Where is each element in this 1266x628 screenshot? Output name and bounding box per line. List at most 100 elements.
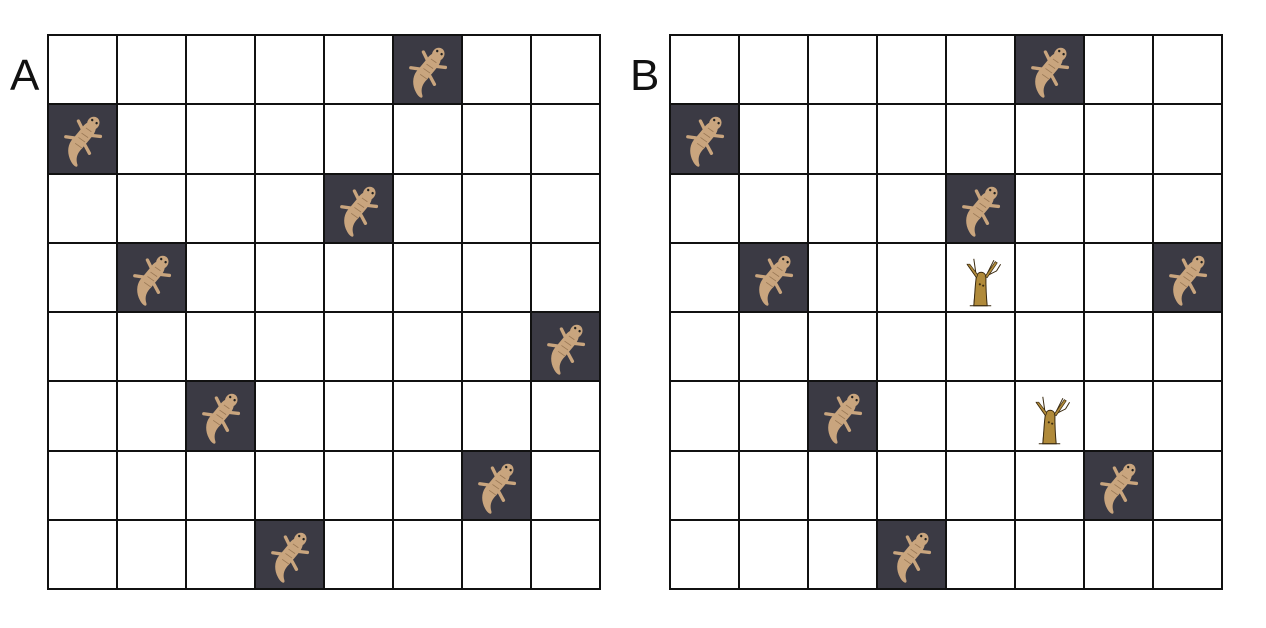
grid-cell bbox=[325, 36, 394, 106]
grid-cell-salamander bbox=[187, 382, 256, 452]
grid-cell bbox=[671, 382, 740, 452]
grid-cell bbox=[1016, 243, 1085, 313]
grid-cell-salamander bbox=[394, 36, 463, 106]
grid-cell-tree bbox=[947, 243, 1016, 313]
grid-cell bbox=[1154, 36, 1223, 106]
grid-cell bbox=[878, 174, 947, 244]
grid-cell bbox=[118, 36, 187, 106]
grid-cell bbox=[1085, 382, 1154, 452]
grid-cell bbox=[325, 451, 394, 521]
grid-cell-salamander bbox=[532, 313, 601, 383]
grid-cell bbox=[325, 382, 394, 452]
grid-cell bbox=[740, 520, 809, 590]
grid-cell bbox=[463, 105, 532, 175]
grid-cell bbox=[463, 313, 532, 383]
grid-cell bbox=[1016, 313, 1085, 383]
grid-cell bbox=[118, 105, 187, 175]
grid-cell-salamander bbox=[49, 105, 118, 175]
grid-cell bbox=[1154, 105, 1223, 175]
grid-cell bbox=[49, 382, 118, 452]
grid-cell bbox=[187, 36, 256, 106]
grid-cell bbox=[1154, 313, 1223, 383]
grid-cell bbox=[325, 243, 394, 313]
grid-cell bbox=[187, 520, 256, 590]
grid-cell bbox=[187, 243, 256, 313]
grid-cell bbox=[671, 451, 740, 521]
grid-cell bbox=[463, 174, 532, 244]
grid-cell bbox=[256, 174, 325, 244]
grid-cell bbox=[325, 313, 394, 383]
grid-cell bbox=[394, 243, 463, 313]
grid-cell bbox=[809, 451, 878, 521]
grid-cell-tree bbox=[1016, 382, 1085, 452]
grid-cell bbox=[49, 313, 118, 383]
grid-cell bbox=[1016, 451, 1085, 521]
panel-a-label: A bbox=[10, 51, 40, 100]
grid-cell-salamander bbox=[809, 382, 878, 452]
panel-a-grid bbox=[47, 34, 601, 590]
grid-cell bbox=[49, 36, 118, 106]
grid-cell bbox=[1085, 520, 1154, 590]
grid-cell bbox=[256, 36, 325, 106]
grid-cell bbox=[532, 36, 601, 106]
grid-cell bbox=[671, 313, 740, 383]
grid-cell bbox=[187, 105, 256, 175]
grid-cell bbox=[947, 36, 1016, 106]
grid-cell bbox=[809, 36, 878, 106]
grid-cell-salamander bbox=[671, 105, 740, 175]
grid-cell bbox=[740, 36, 809, 106]
grid-cell bbox=[878, 243, 947, 313]
grid-cell bbox=[325, 520, 394, 590]
grid-cell bbox=[187, 313, 256, 383]
grid-cell bbox=[947, 105, 1016, 175]
grid-cell bbox=[325, 105, 394, 175]
grid-cell bbox=[463, 520, 532, 590]
grid-cell bbox=[947, 520, 1016, 590]
grid-cell bbox=[256, 451, 325, 521]
grid-cell bbox=[394, 105, 463, 175]
grid-cell-salamander bbox=[947, 174, 1016, 244]
grid-cell bbox=[1154, 174, 1223, 244]
grid-cell bbox=[671, 520, 740, 590]
grid-cell bbox=[671, 174, 740, 244]
grid-cell bbox=[878, 382, 947, 452]
grid-cell-salamander bbox=[1016, 36, 1085, 106]
grid-cell bbox=[740, 313, 809, 383]
grid-cell bbox=[878, 105, 947, 175]
grid-cell bbox=[118, 451, 187, 521]
grid-cell bbox=[49, 174, 118, 244]
grid-cell-salamander bbox=[878, 520, 947, 590]
grid-cell bbox=[394, 382, 463, 452]
grid-cell bbox=[947, 382, 1016, 452]
grid-cell bbox=[394, 174, 463, 244]
grid-cell bbox=[187, 451, 256, 521]
grid-cell bbox=[256, 313, 325, 383]
grid-cell bbox=[1154, 451, 1223, 521]
grid-cell bbox=[1016, 520, 1085, 590]
grid-cell bbox=[394, 451, 463, 521]
grid-cell bbox=[118, 382, 187, 452]
grid-cell bbox=[671, 36, 740, 106]
grid-cell bbox=[49, 243, 118, 313]
grid-cell bbox=[187, 174, 256, 244]
grid-cell bbox=[49, 451, 118, 521]
grid-cell-salamander bbox=[463, 451, 532, 521]
grid-cell bbox=[740, 105, 809, 175]
grid-cell bbox=[671, 243, 740, 313]
grid-cell-salamander bbox=[1085, 451, 1154, 521]
grid-cell bbox=[740, 451, 809, 521]
grid-cell bbox=[1085, 174, 1154, 244]
panel-b-label: B bbox=[630, 51, 660, 100]
grid-cell-salamander bbox=[256, 520, 325, 590]
grid-cell bbox=[394, 313, 463, 383]
grid-cell bbox=[878, 36, 947, 106]
grid-cell bbox=[1085, 313, 1154, 383]
grid-cell bbox=[740, 174, 809, 244]
grid-cell bbox=[463, 382, 532, 452]
grid-cell bbox=[532, 243, 601, 313]
grid-cell bbox=[947, 313, 1016, 383]
grid-cell bbox=[809, 243, 878, 313]
grid-cell bbox=[118, 313, 187, 383]
grid-cell-salamander bbox=[740, 243, 809, 313]
grid-cell bbox=[1016, 105, 1085, 175]
